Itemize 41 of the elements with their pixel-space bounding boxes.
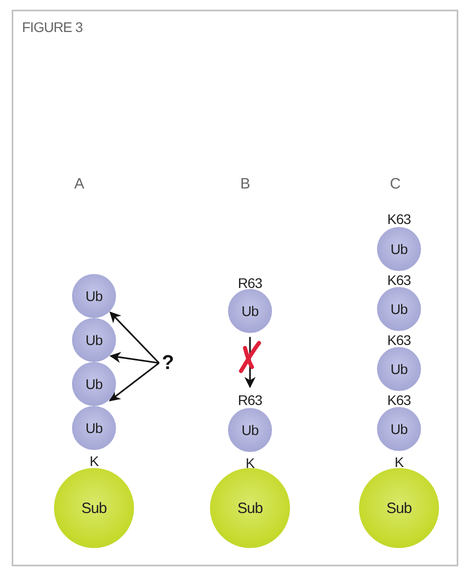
residue-label: K: [394, 454, 404, 470]
substrate-label: Sub: [237, 500, 263, 516]
residue-label: K63: [387, 211, 411, 227]
ubiquitin-circle: [72, 274, 116, 318]
residue-label: K63: [387, 272, 411, 288]
residue-label: K63: [387, 392, 411, 408]
ubiquitin-circle: [377, 347, 421, 391]
residue-label: K: [90, 453, 98, 469]
ubiquitin-circle: [72, 406, 116, 450]
residue-label: K63: [387, 332, 411, 348]
ubiquitin-label: Ub: [86, 332, 102, 348]
residue-label: K: [246, 455, 254, 471]
ubiquitin-label: Ub: [242, 422, 258, 438]
ubiquitin-label: Ub: [86, 376, 102, 392]
ubiquitin-label: Ub: [86, 288, 102, 304]
ubiquitin-circle: [377, 407, 421, 451]
substrate-label: Sub: [386, 500, 412, 516]
residue-label: R63: [238, 275, 262, 291]
ubiquitin-circle: [72, 362, 116, 406]
ubiquitin-label: Ub: [86, 420, 102, 436]
panel-label: A: [74, 176, 84, 192]
substrate-label: Sub: [81, 500, 107, 516]
ubiquitin-circle: [228, 289, 272, 333]
ubiquitin-circle: [72, 318, 116, 362]
ubiquitin-circle: [228, 408, 272, 452]
figure-title: FIGURE 3: [22, 19, 83, 35]
arrow: [244, 337, 256, 388]
arrow: [109, 311, 160, 364]
ubiquitin-label: Ub: [390, 421, 408, 437]
panel-label: B: [240, 176, 250, 192]
residue-label: R63: [238, 392, 262, 408]
arrow: [108, 362, 160, 402]
ubiquitin-label: Ub: [390, 241, 408, 257]
arrow: [110, 352, 160, 364]
ubiquitin-label: Ub: [242, 303, 258, 319]
ubiquitin-circle: [377, 287, 421, 331]
question-mark: ?: [161, 352, 175, 374]
ubiquitin-circle: [377, 227, 421, 271]
panel-label: C: [390, 176, 400, 192]
ubiquitin-label: Ub: [390, 361, 408, 377]
ubiquitin-label: Ub: [390, 301, 408, 317]
